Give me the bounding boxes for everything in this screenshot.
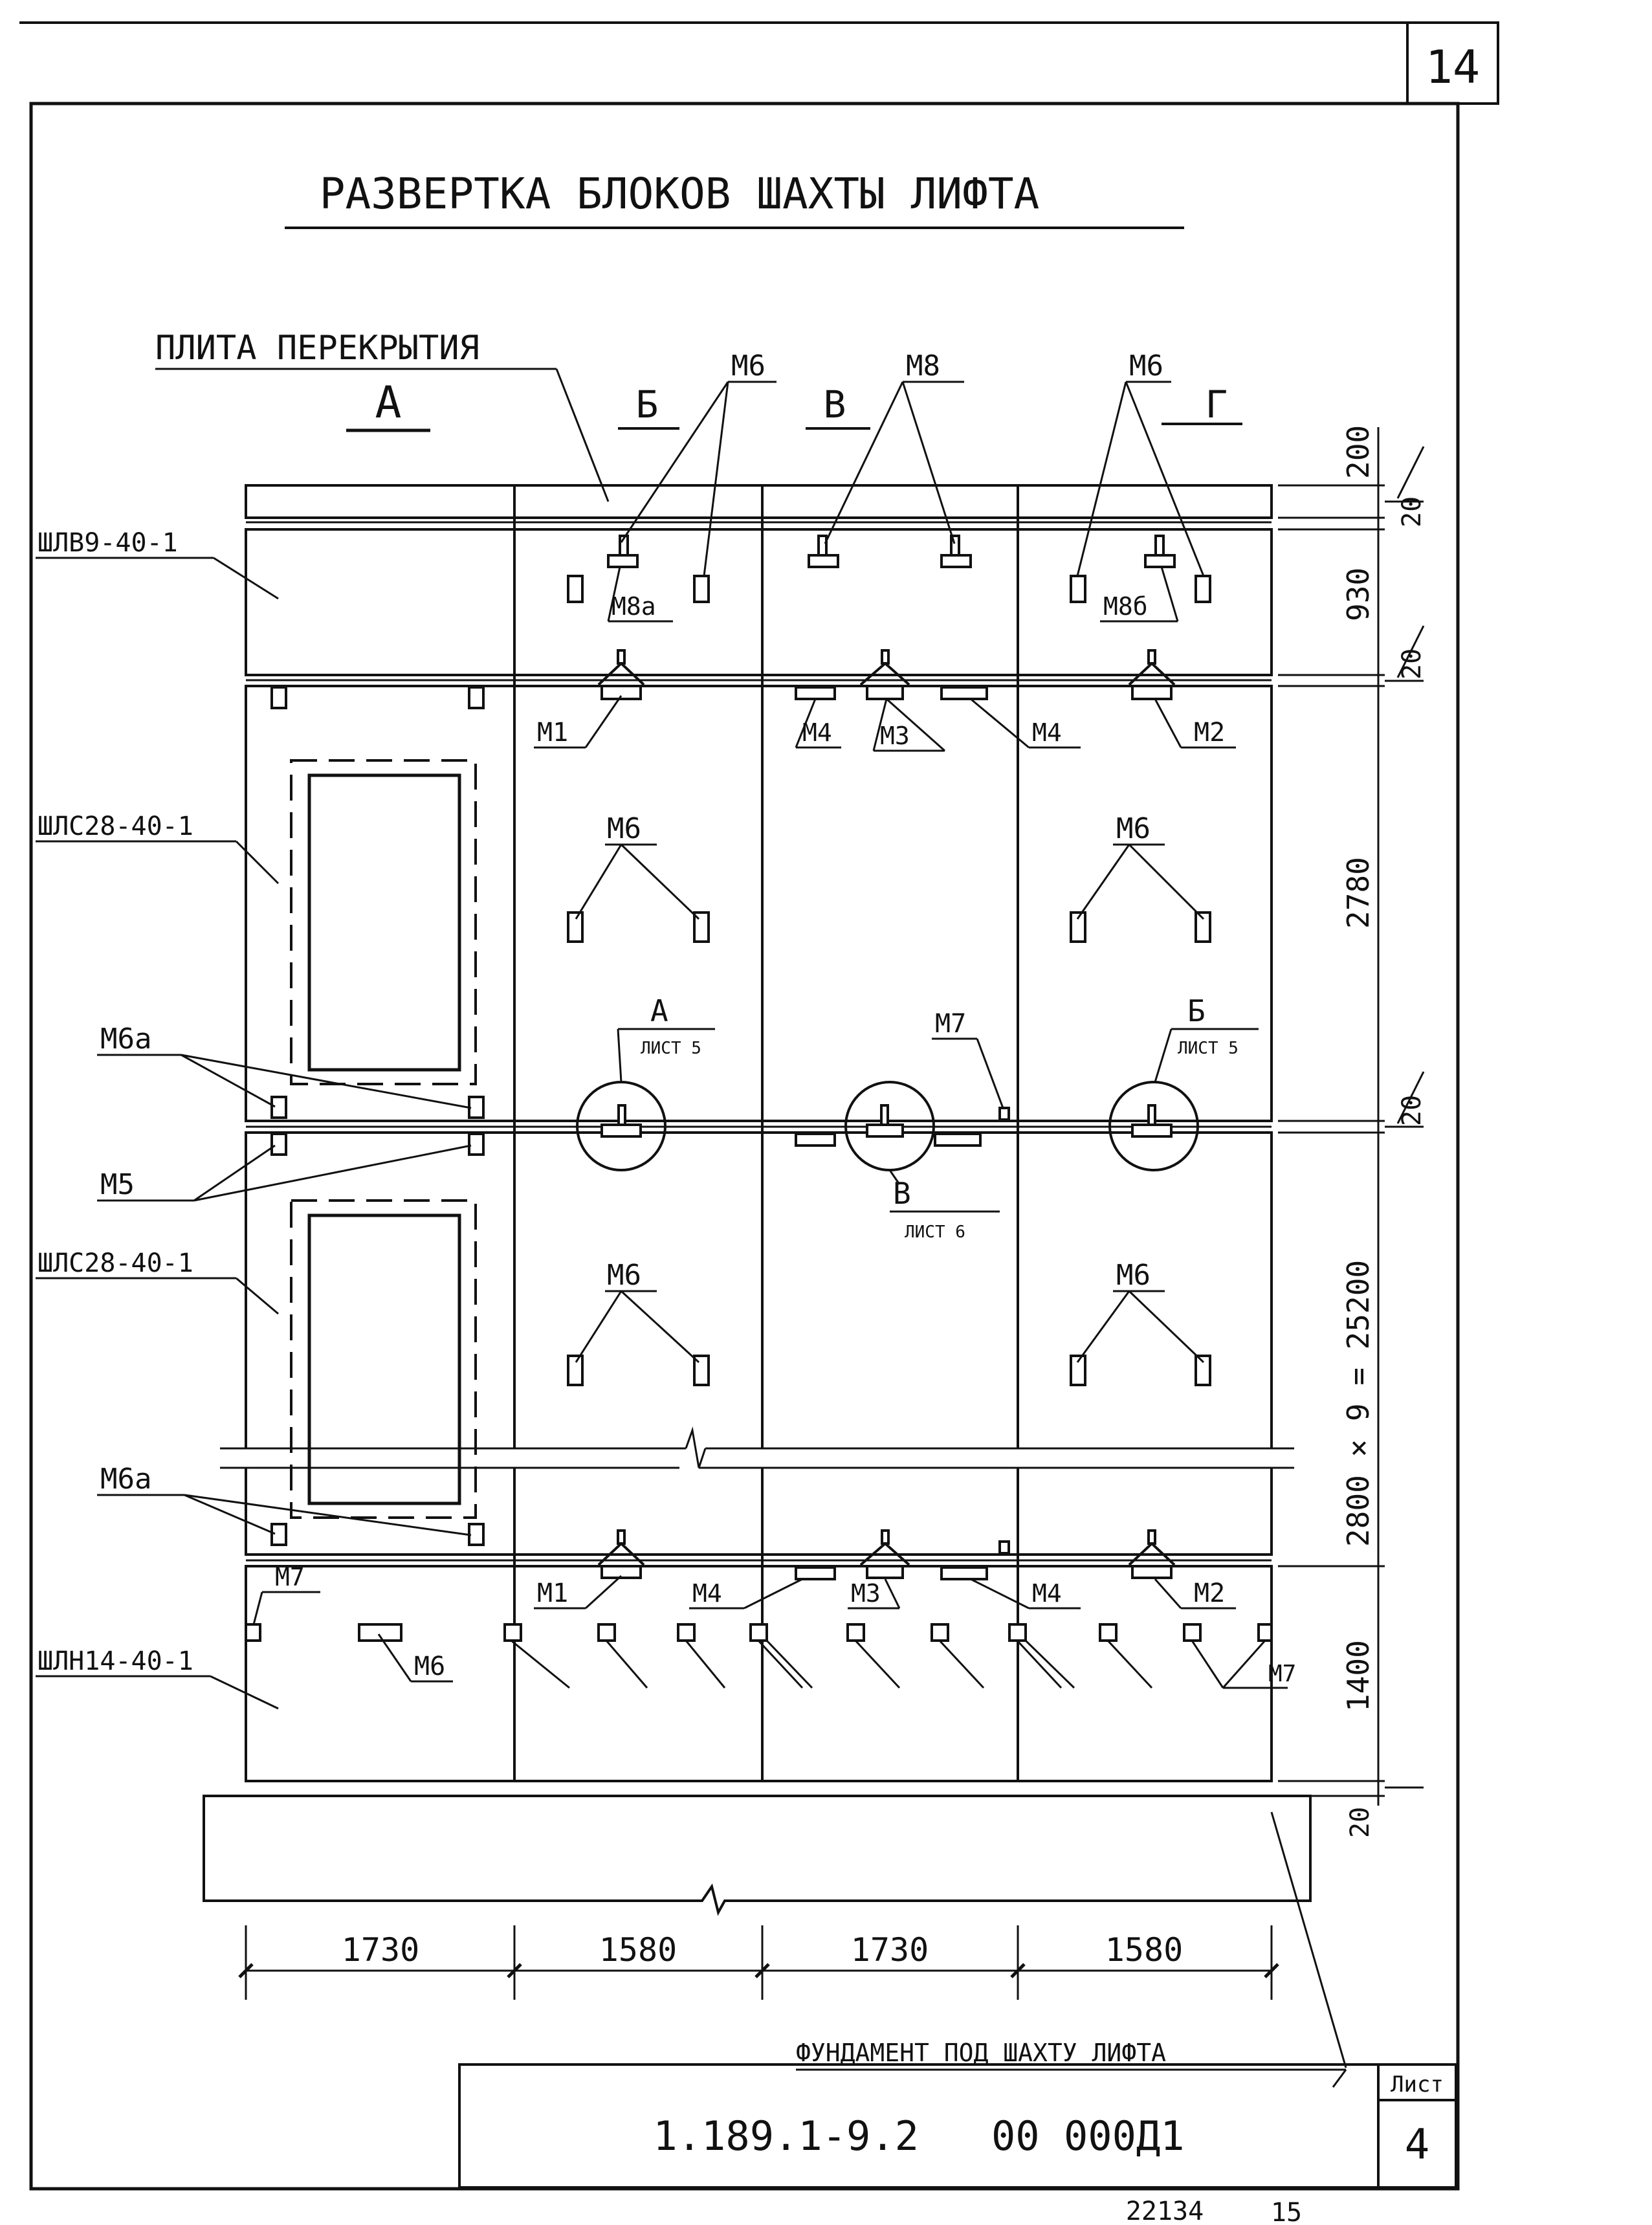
stamp-sheet-header: Лист: [1391, 2072, 1444, 2098]
block-bottom: [245, 1565, 1273, 1782]
label-m6-block3-b: М6: [607, 1259, 641, 1292]
label-m7-bottom-left: М7: [275, 1563, 305, 1591]
callout-labels: М6 М8 М6 М8а М8б М1 М4 М3 М4 М2 М6 М6 А …: [100, 349, 1296, 1687]
label-m6-top-g: М6: [1129, 349, 1163, 382]
slab-label: ПЛИТА ПЕРЕКРЫТИЯ: [155, 329, 479, 368]
label-m8b: М8б: [1103, 592, 1148, 621]
dimension-1730-b: 1730: [851, 1931, 929, 1969]
block-label-top: ШЛВ9-40-1: [38, 528, 178, 558]
callout-m6a-lower: М6а: [100, 1463, 151, 1496]
bottom-dimension-line: [238, 1925, 1279, 2000]
footer-number-right: 15: [1271, 2198, 1302, 2225]
label-m7-bottom-right: М7: [1268, 1661, 1296, 1687]
embedded-parts: [245, 535, 1273, 1642]
dim-right-20-c: 20: [1397, 1095, 1427, 1126]
block-label-middle-1: ШЛС28-40-1: [38, 812, 193, 841]
detail-sheet-b: ЛИСТ 5: [1178, 1039, 1239, 1058]
dimension-1580-b: 1580: [1105, 1931, 1183, 1969]
door-opening-1: [290, 759, 477, 1085]
column-lines: [513, 485, 1019, 1781]
label-m8-top: М8: [906, 349, 940, 382]
block-top: [245, 528, 1273, 676]
label-m2-joint3: М2: [1194, 1578, 1225, 1608]
label-m7-mid: М7: [935, 1009, 966, 1039]
label-m3-joint3: М3: [851, 1579, 881, 1608]
label-m4-joint3-b: М4: [1032, 1579, 1062, 1608]
facade-letter-v: В: [824, 382, 846, 426]
callout-m5: М5: [100, 1168, 135, 1201]
label-m6-block2-g: М6: [1116, 812, 1151, 845]
joint-lines: [246, 521, 1272, 1562]
dim-right-20-a: 20: [1397, 496, 1427, 527]
stamp-sheet-number: 4: [1405, 2121, 1430, 2169]
dim-right-20-b: 20: [1397, 648, 1427, 680]
callout-m6a-upper: М6а: [100, 1023, 151, 1056]
block-middle-1: [245, 685, 1273, 1122]
label-m1-joint1: М1: [537, 718, 568, 747]
foundation-label: ФУНДАМЕНТ ПОД ШАХТУ ЛИФТА: [796, 2039, 1166, 2067]
dim-right-2780: 2780: [1341, 857, 1376, 929]
dim-right-25200: 2800 × 9 = 25200: [1341, 1260, 1376, 1547]
label-m1-joint3: М1: [537, 1578, 568, 1608]
dim-right-930: 930: [1341, 568, 1376, 621]
block-label-middle-2: ШЛС28-40-1: [38, 1248, 193, 1278]
label-m6-top-b: М6: [731, 349, 765, 382]
facade-letter-b: Б: [636, 382, 659, 426]
label-m3-joint1: М3: [880, 722, 910, 750]
dim-right-20-d: 20: [1345, 1807, 1375, 1838]
slab: [245, 484, 1273, 519]
sheet-corner-number: 14: [1426, 41, 1480, 94]
detail-letter-a: А: [650, 993, 668, 1028]
block-labels: ШЛВ9-40-1 ШЛС28-40-1 ШЛС28-40-1 ШЛН14-40…: [38, 528, 193, 1676]
label-m8a: М8а: [611, 592, 656, 621]
title-block: [458, 2063, 1457, 2189]
detail-letter-b: Б: [1187, 993, 1206, 1028]
dimension-1730-a: 1730: [342, 1931, 419, 1969]
dim-right-200: 200: [1341, 425, 1376, 479]
label-m4-joint1-a: М4: [802, 718, 832, 747]
label-m4-joint1-b: М4: [1032, 718, 1062, 747]
label-m2-joint1: М2: [1194, 718, 1225, 747]
label-m6-bottom: М6: [414, 1652, 445, 1681]
detail-sheet-v: ЛИСТ 6: [905, 1223, 965, 1242]
stamp-code: 1.189.1-9.2 00 000Д1: [653, 2112, 1184, 2160]
block-label-bottom: ШЛН14-40-1: [38, 1646, 193, 1676]
detail-letter-v: В: [893, 1176, 911, 1211]
dim-right-1400: 1400: [1341, 1640, 1376, 1712]
leader-lines: [36, 381, 1288, 1710]
label-m4-joint3-a: М4: [692, 1579, 722, 1608]
facade-letter-g: Г: [1206, 382, 1228, 426]
dimension-1580-a: 1580: [599, 1931, 677, 1969]
detail-sheet-a: ЛИСТ 5: [641, 1039, 701, 1058]
foundation: [203, 1795, 1347, 2068]
right-dimension-lines: [1278, 427, 1425, 1806]
drawing-title: РАЗВЕРТКА БЛОКОВ ШАХТЫ ЛИФТА: [320, 169, 1040, 219]
label-m6-block2-b: М6: [607, 812, 641, 845]
block-middle-2: [245, 1131, 1273, 1556]
break-line: [220, 1426, 1294, 1469]
door-opening-2: [290, 1199, 477, 1519]
footer-number-left: 22134: [1126, 2197, 1204, 2225]
facade-letter-a: А: [375, 377, 402, 428]
label-m6-block3-g: М6: [1116, 1259, 1151, 1292]
